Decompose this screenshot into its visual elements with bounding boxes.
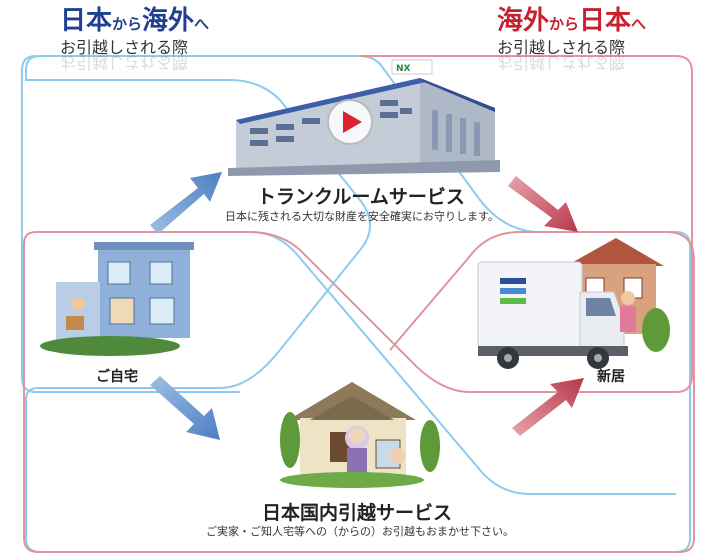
right-heading-part4: へ xyxy=(631,15,647,33)
right-heading-line2: お引越しされる際 xyxy=(497,38,626,57)
arrow-home-to-domestic xyxy=(150,376,220,440)
arrow-home-to-trunkroom xyxy=(150,172,222,234)
left-heading-reflection: お引越しされる際 xyxy=(60,53,189,72)
blue-route-outer xyxy=(21,55,240,393)
right-heading-part3: 日本 xyxy=(579,6,632,36)
right-heading-part1: 海外 xyxy=(497,6,550,36)
trunk-room-description: 日本に残される大切な財産を安全確実にお守りします。 xyxy=(225,210,499,223)
right-heading-part2: から xyxy=(549,15,580,33)
red-route-loop xyxy=(23,55,695,553)
home-label: ご自宅 xyxy=(96,369,138,385)
warehouse-illustration: NX xyxy=(228,59,500,176)
right-heading: 海外から日本へ xyxy=(497,8,646,34)
warehouse-logo-text: NX xyxy=(396,64,411,74)
left-heading-line2: お引越しされる際 xyxy=(60,38,189,57)
blue-route-loop xyxy=(25,55,691,553)
right-heading-reflection: お引越しされる際 xyxy=(497,53,626,72)
left-heading: 日本から海外へ xyxy=(60,8,209,34)
home-illustration xyxy=(40,242,194,356)
trunk-room-title: トランクルームサービス xyxy=(257,186,465,208)
new-home-illustration xyxy=(477,238,670,369)
left-heading-part4: へ xyxy=(194,15,210,33)
left-heading-part1: 日本 xyxy=(60,6,113,36)
domestic-house-illustration xyxy=(280,382,440,488)
domestic-title: 日本国内引越サービス xyxy=(262,502,453,524)
new-home-label: 新居 xyxy=(597,369,625,385)
arrow-domestic-to-newhome xyxy=(512,378,584,436)
left-heading-part2: から xyxy=(112,15,143,33)
left-heading-part3: 海外 xyxy=(142,6,195,36)
arrow-trunkroom-to-newhome xyxy=(508,176,578,232)
domestic-description: ご実家・ご知人宅等への（からの）お引越もおまかせ下さい。 xyxy=(206,525,514,538)
